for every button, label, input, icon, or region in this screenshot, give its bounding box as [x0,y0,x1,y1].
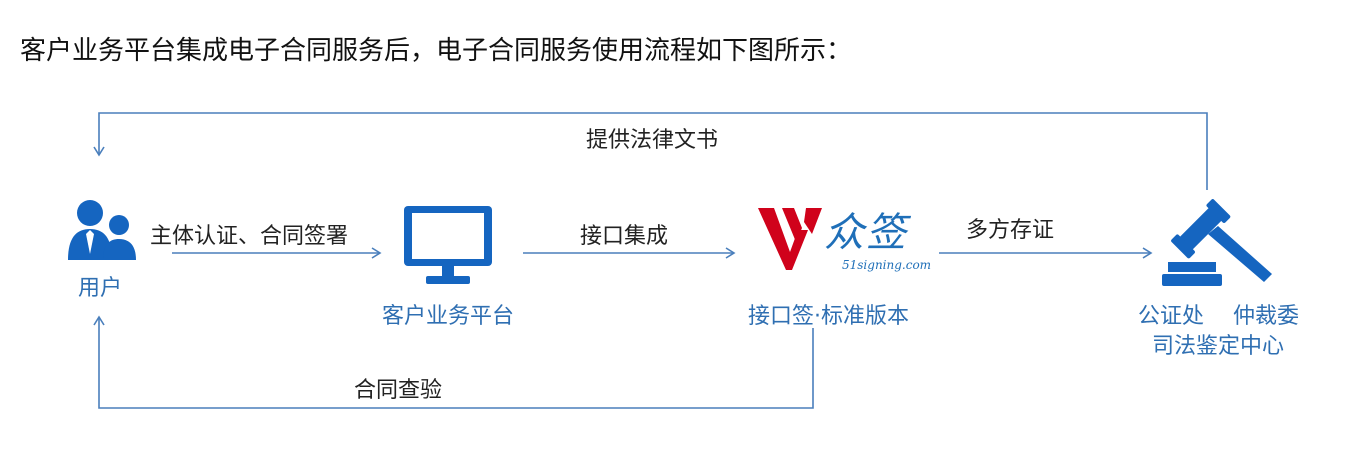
bottom-arrowhead [93,315,105,326]
user-to-platform-arrowhead [371,247,382,259]
edge-label-verify: 合同查验 [354,378,443,403]
node-label-authority-line2: 司法鉴定中心 [1152,334,1285,359]
signing-to-authority-arrowhead [1142,247,1153,259]
node-label-platform: 客户业务平台 [382,304,515,329]
node-label-authority-line1: 公证处 仲裁委 [1138,304,1299,329]
logo-v-mark [758,208,822,270]
node-label-signing: 接口签·标准版本 [748,304,909,329]
edge-label-integration: 接口集成 [580,224,669,249]
logo-text: 众签 [824,210,908,256]
logo-url: 51signing.com [842,258,932,272]
top-feedback-line [98,112,1208,190]
zhongqian-logo: 众签 51signing.com [758,198,938,278]
page-title: 客户业务平台集成电子合同服务后，电子合同服务使用流程如下图所示： [20,36,853,66]
edge-label-evidence: 多方存证 [966,218,1055,243]
monitor-icon [404,206,492,284]
bottom-feedback-line [98,317,814,409]
edge-label-auth-sign: 主体认证、合同签署 [150,224,349,249]
users-icon [68,200,136,260]
edge-label-provide-documents: 提供法律文书 [586,128,719,153]
platform-to-signing-arrowhead [725,247,736,259]
top-arrowhead [93,146,105,157]
gavel-icon [1162,199,1272,286]
node-label-user: 用户 [78,276,123,301]
